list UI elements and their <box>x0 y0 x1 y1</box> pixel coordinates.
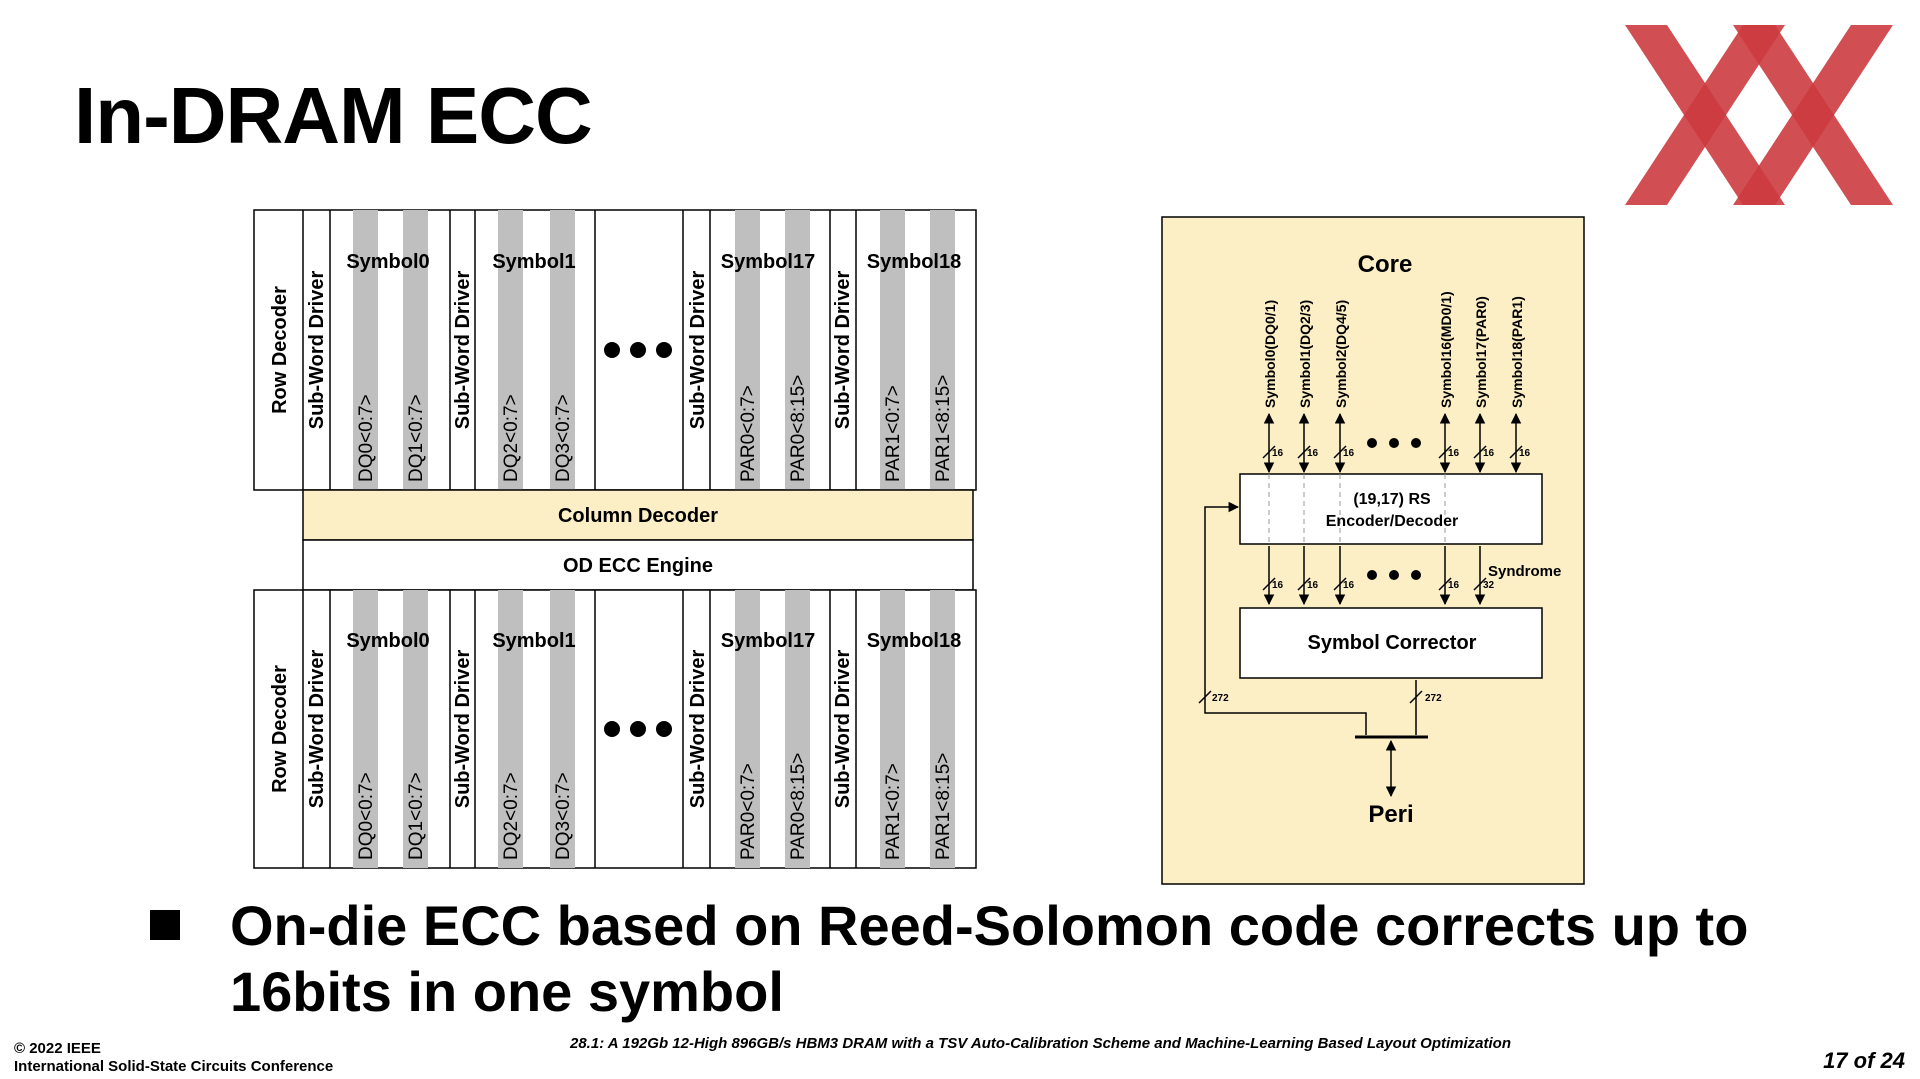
symbol-label-17-top: Symbol17 <box>721 251 815 273</box>
dq-label: PAR1<8:15> <box>933 375 954 482</box>
logo-icon <box>1625 25 1893 205</box>
bus-width-label: 16 <box>1448 580 1460 591</box>
symbol-label-0-top: Symbol0 <box>346 251 429 273</box>
swd-label-4: Sub-Word Driver <box>832 271 854 430</box>
swd-label-2: Sub-Word Driver <box>452 271 474 430</box>
dq-label: PAR0<8:15> <box>788 753 809 860</box>
dq-label: PAR0<0:7> <box>738 763 759 860</box>
encoder-label-line1: (19,17) RS <box>1353 491 1431 508</box>
bullet-marker <box>150 910 180 940</box>
symbol-corrector-box <box>1239 607 1543 679</box>
bus-width-label: 16 <box>1519 448 1531 459</box>
memory-array-diagram <box>253 209 977 869</box>
peri-label: Peri <box>1368 801 1413 828</box>
bus-width-label: 16 <box>1272 580 1284 591</box>
footer-left: © 2022 IEEE International Solid-State Ci… <box>14 1040 333 1076</box>
core-label: Core <box>1358 251 1413 278</box>
footer-conference: International Solid-State Circuits Confe… <box>14 1058 334 1075</box>
swd-label-7: Sub-Word Driver <box>687 650 709 809</box>
row-decoder-label-bottom: Row Decoder <box>269 665 291 793</box>
dq-label: PAR0<0:7> <box>738 385 759 482</box>
dq-label: DQ2<0:7> <box>501 394 522 482</box>
symbol-signal-label: Symbol16(MD0/1) <box>1438 291 1454 408</box>
slide-title: In-DRAM ECC <box>74 71 593 160</box>
symbol-signal-label: Symbol0(DQ0/1) <box>1262 300 1278 408</box>
symbol-signal-label: Symbol1(DQ2/3) <box>1297 300 1313 408</box>
swd-label-5: Sub-Word Driver <box>306 650 328 809</box>
swd-label-1: Sub-Word Driver <box>306 271 328 430</box>
symbol-label-1-bottom: Symbol1 <box>492 630 575 652</box>
row-decoder-label-top: Row Decoder <box>269 286 291 414</box>
ellipsis-dots-mid <box>1367 570 1421 580</box>
bus-width-label: 16 <box>1307 580 1319 591</box>
footer-paper-title: 28.1: A 192Gb 12-High 896GB/s HBM3 DRAM … <box>570 1035 1511 1052</box>
swd-label-3: Sub-Word Driver <box>687 271 709 430</box>
symbol-label-18-top: Symbol18 <box>867 251 961 273</box>
ellipsis-dots-core <box>1367 438 1421 448</box>
column-decoder-box <box>302 489 974 541</box>
column-decoder-label: Column Decoder <box>558 505 718 527</box>
encoder-label-line2: Encoder/Decoder <box>1326 513 1458 530</box>
symbol-label-0-bottom: Symbol0 <box>346 630 429 652</box>
dq-label: PAR0<8:15> <box>788 375 809 482</box>
symbol-signal-label: Symbol17(PAR0) <box>1473 296 1489 408</box>
bus-width-label: 16 <box>1343 448 1355 459</box>
ellipsis-dots-bottom <box>604 721 672 737</box>
dq-label: PAR1<0:7> <box>883 385 904 482</box>
page-number: 17 of 24 <box>1823 1048 1905 1073</box>
dq-label: PAR1<0:7> <box>883 763 904 860</box>
dq-label: DQ3<0:7> <box>553 394 574 482</box>
bus-width-label: 16 <box>1483 448 1495 459</box>
od-ecc-engine-box <box>302 539 974 591</box>
core-panel <box>1161 216 1585 885</box>
feedback-width-label: 272 <box>1212 693 1229 704</box>
swd-label-6: Sub-Word Driver <box>452 650 474 809</box>
syndrome-label: Syndrome <box>1488 563 1561 580</box>
dq-label: DQ0<0:7> <box>356 394 377 482</box>
symbol-label-18-bottom: Symbol18 <box>867 630 961 652</box>
footer-copyright: © 2022 IEEE <box>14 1040 101 1057</box>
od-ecc-engine-label: OD ECC Engine <box>563 555 713 577</box>
dq-label: DQ1<0:7> <box>406 394 427 482</box>
symbol-signal-label: Symbol2(DQ4/5) <box>1333 300 1349 408</box>
feedback-path <box>1204 501 1367 735</box>
dq-label: DQ1<0:7> <box>406 772 427 860</box>
ellipsis-dots-top <box>604 342 672 358</box>
bus-width-label: 16 <box>1272 448 1284 459</box>
symbol-signal-label: Symbol18(PAR1) <box>1509 296 1525 408</box>
output-width-label: 272 <box>1425 693 1442 704</box>
dq-label: DQ0<0:7> <box>356 772 377 860</box>
dq-label: DQ2<0:7> <box>501 772 522 860</box>
syndrome-width-label: 32 <box>1483 580 1495 591</box>
bus-width-label: 16 <box>1343 580 1355 591</box>
dq-label: DQ3<0:7> <box>553 772 574 860</box>
bullet-text: On-die ECC based on Reed-Solomon code co… <box>230 894 1749 1023</box>
symbol-label-1-top: Symbol1 <box>492 251 575 273</box>
rs-encoder-decoder-box <box>1239 473 1543 545</box>
bus-width-label: 16 <box>1307 448 1319 459</box>
symbol-label-17-bottom: Symbol17 <box>721 630 815 652</box>
symbol-corrector-label: Symbol Corrector <box>1308 632 1477 654</box>
swd-label-8: Sub-Word Driver <box>832 650 854 809</box>
bus-width-label: 16 <box>1448 448 1460 459</box>
dq-label: PAR1<8:15> <box>933 753 954 860</box>
